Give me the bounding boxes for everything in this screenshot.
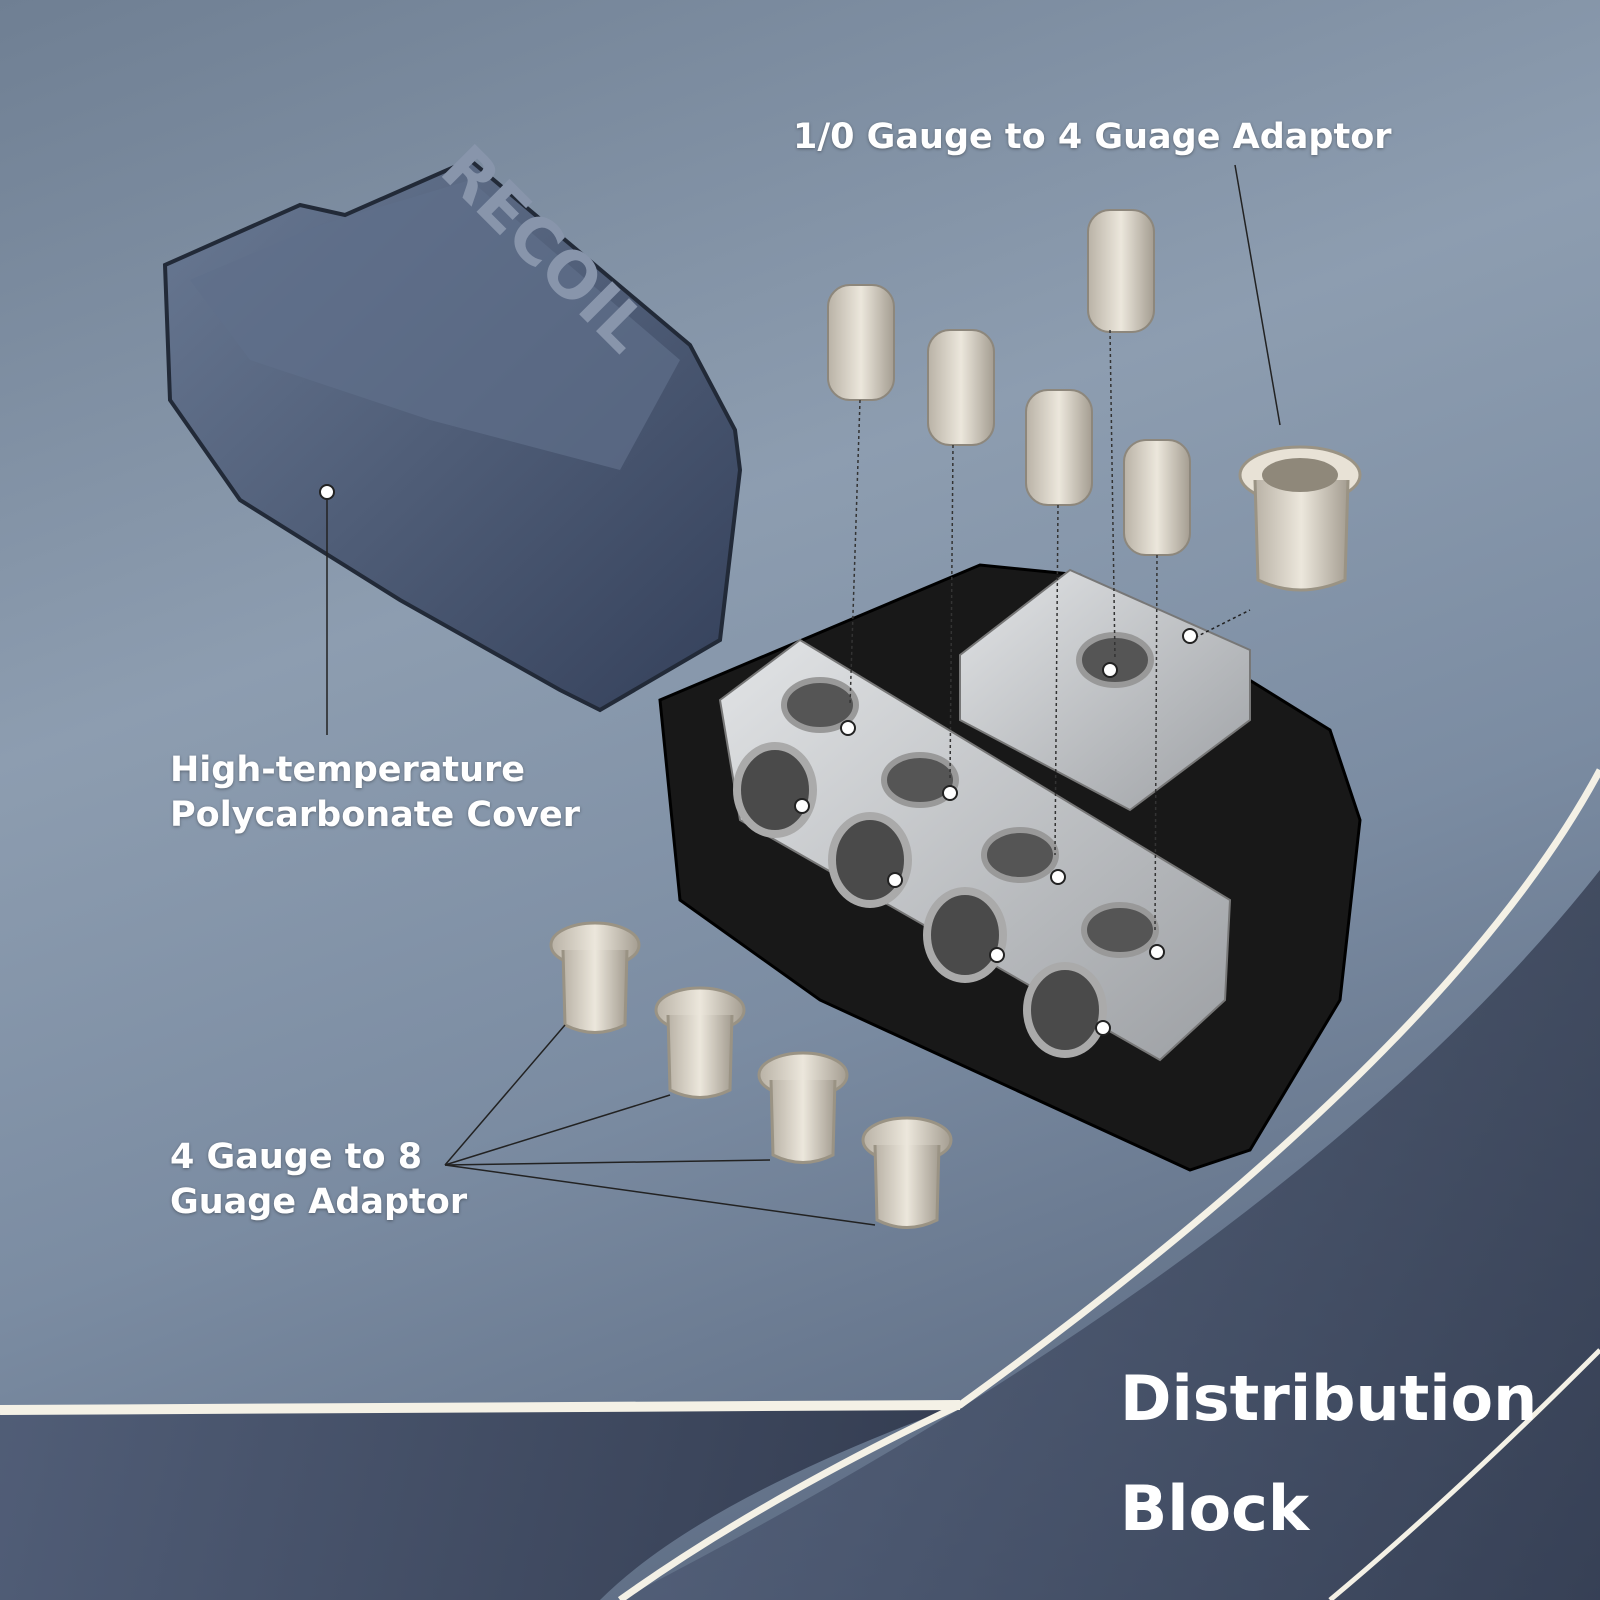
cover-label: High-temperature Polycarbonate Cover xyxy=(170,748,580,838)
marker-dots xyxy=(319,484,1198,1036)
leader-lines xyxy=(326,164,1281,1226)
top-adaptor-label: 1/0 Gauge to 4 Guage Adaptor xyxy=(793,117,1392,157)
white-curve xyxy=(617,768,1600,1600)
small-adaptor-label: 4 Gauge to 8 Guage Adaptor xyxy=(170,1135,467,1225)
metal-block xyxy=(718,568,1251,1062)
small-adaptor-label-line1: 4 Gauge to 8 xyxy=(170,1137,423,1177)
cover-label-line2: Polycarbonate Cover xyxy=(170,795,580,835)
cover-label-line1: High-temperature xyxy=(170,750,526,790)
horizontal-stripe xyxy=(0,1400,961,1415)
small-adaptor-label-line2: Guage Adaptor xyxy=(170,1182,468,1222)
small-adaptors xyxy=(549,921,953,1229)
white-curve-2 xyxy=(1328,1348,1600,1600)
large-adaptor xyxy=(1238,445,1362,592)
bottom-band xyxy=(0,1405,960,1600)
dotted-guides xyxy=(849,329,1158,931)
set-screws xyxy=(827,209,1191,556)
title-line2: Block xyxy=(1120,1472,1310,1545)
title-line1: Distribution xyxy=(1120,1362,1538,1435)
polycarbonate-cover: RECOIL xyxy=(162,132,743,713)
corner-band xyxy=(620,870,1600,1600)
